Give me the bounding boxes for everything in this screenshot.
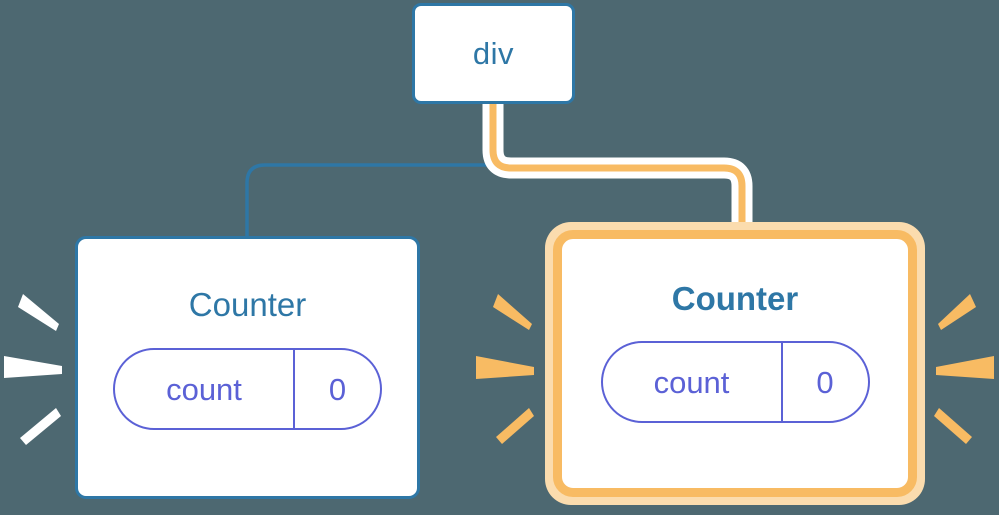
node-div[interactable]: div	[412, 3, 575, 104]
edge-div-to-counter-a	[245, 103, 495, 238]
sparkle-rays-orange-right	[934, 294, 994, 444]
state-value-count: 0	[293, 350, 380, 428]
node-counter-b-label: Counter	[671, 280, 799, 317]
state-key-count: count	[653, 364, 730, 400]
node-div-label: div	[472, 36, 515, 71]
node-counter-a[interactable]: Counter count 0	[75, 236, 420, 499]
node-counter-b-highlight-glow: Counter count 0	[545, 222, 925, 505]
node-counter-a-label: Counter	[188, 286, 307, 323]
state-pill-counter-a[interactable]: count 0	[113, 348, 382, 430]
node-counter-b[interactable]: Counter count 0	[553, 230, 917, 497]
sparkle-burst-counter-a-left	[4, 282, 66, 452]
state-value-count: 0	[780, 343, 868, 421]
sparkle-rays-white-left	[4, 294, 62, 445]
sparkle-burst-counter-b-right	[932, 280, 994, 450]
state-key-count: count	[166, 371, 242, 407]
state-pill-counter-b[interactable]: count 0	[600, 341, 870, 423]
sparkle-burst-counter-b-left	[472, 280, 534, 450]
edge-div-to-counter-b	[489, 103, 746, 240]
sparkle-rays-orange-left	[476, 294, 534, 444]
